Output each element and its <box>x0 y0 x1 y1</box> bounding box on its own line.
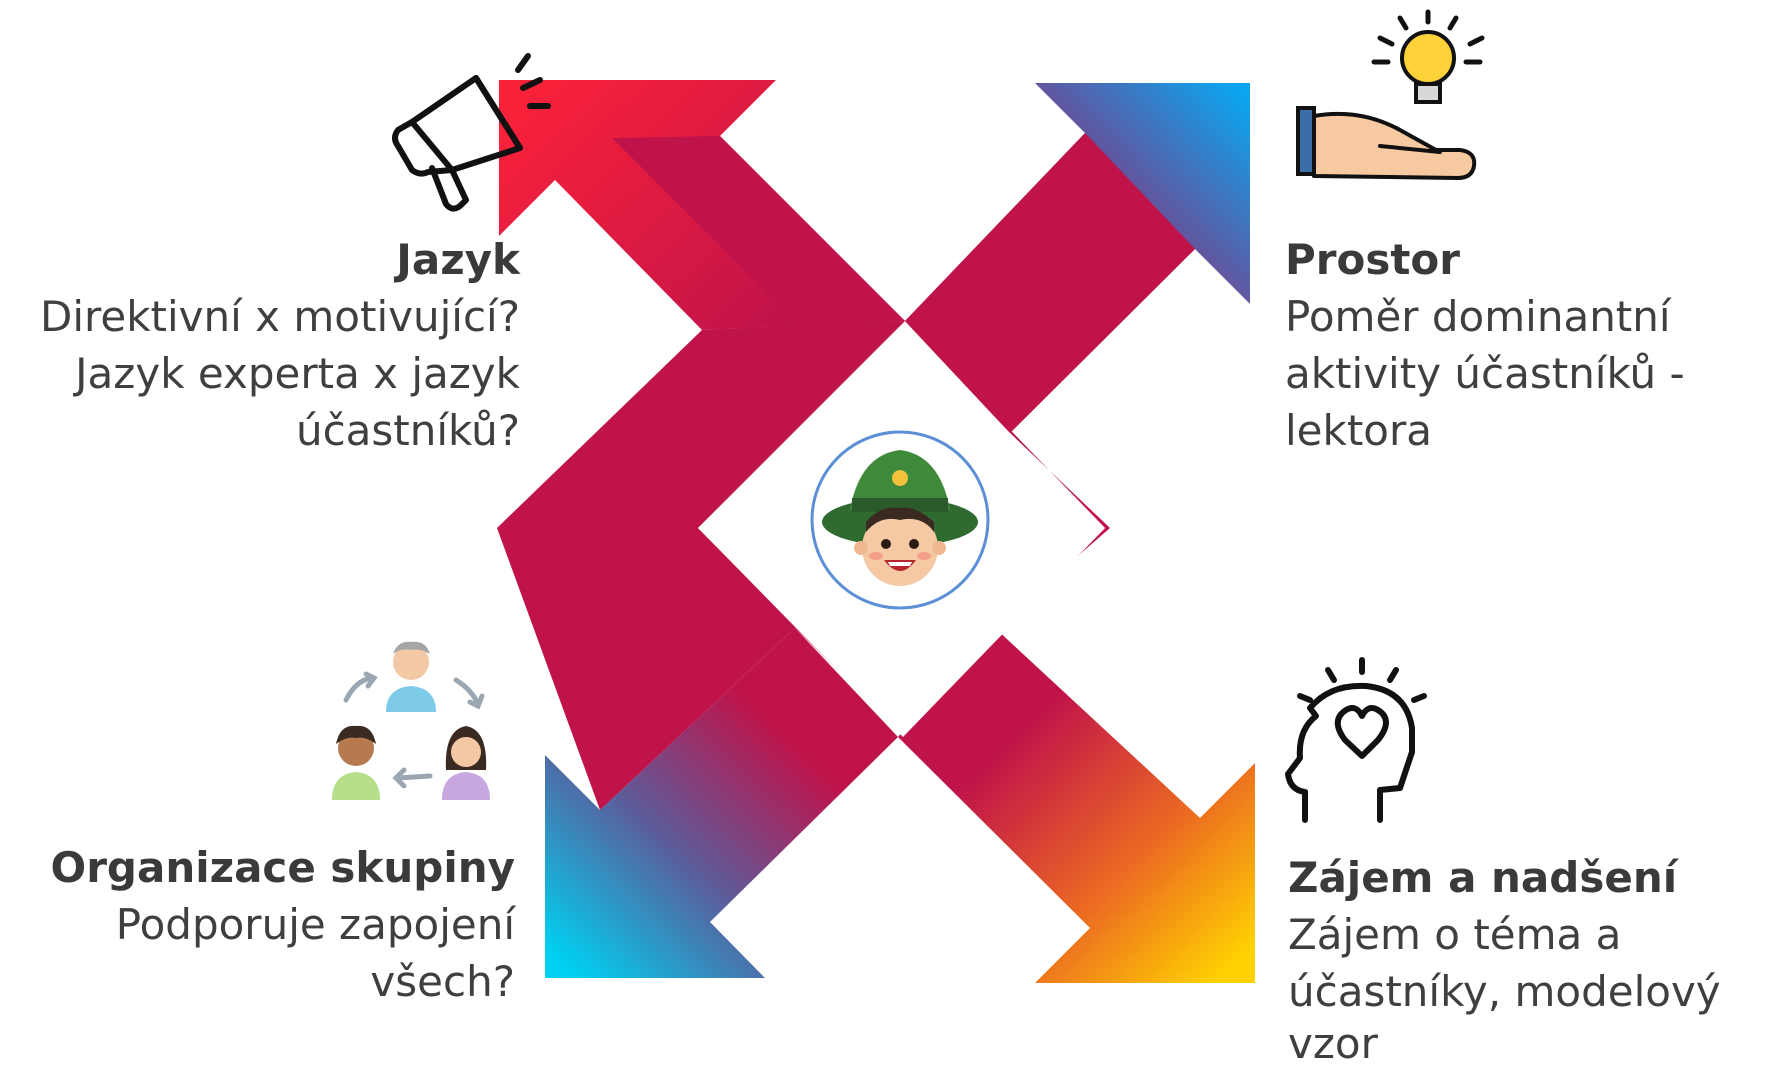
block-line: aktivity účastníků - <box>1285 349 1685 398</box>
arrow-bottom-right <box>898 628 1255 983</box>
arrow-bottom-left <box>545 628 898 978</box>
block-line: Jazyk experta x jazyk <box>75 349 520 398</box>
block-title-interest: Zájem a nadšení <box>1288 853 1678 902</box>
group-rotation-icon <box>332 641 490 800</box>
block-line: všech? <box>370 957 515 1006</box>
block-language: Jazyk Direktivní x motivující? Jazyk exp… <box>0 232 520 459</box>
block-title-language: Jazyk <box>396 235 520 284</box>
block-title-group: Organizace skupiny <box>50 843 515 892</box>
block-line: Poměr dominantní <box>1285 292 1671 341</box>
block-title-space: Prostor <box>1285 235 1460 284</box>
block-line: Direktivní x motivující? <box>40 292 520 341</box>
block-line: vzor <box>1288 1019 1378 1068</box>
block-line: lektora <box>1285 406 1432 455</box>
block-line: účastníků? <box>295 406 520 455</box>
center-band-left <box>497 321 905 810</box>
block-space: Prostor Poměr dominantní aktivity účastn… <box>1285 232 1755 459</box>
block-interest: Zájem a nadšení Zájem o téma a účastníky… <box>1288 850 1758 1068</box>
center-band-x2 <box>905 133 1195 433</box>
block-line: účastníky, modelový <box>1288 967 1721 1016</box>
block-line: Zájem o téma a <box>1288 910 1622 959</box>
hand-lightbulb-icon <box>1296 9 1485 180</box>
megaphone-icon <box>392 53 551 212</box>
center-band-x1 <box>612 136 905 326</box>
block-line: Podporuje zapojení <box>115 900 515 949</box>
block-group: Organizace skupiny Podporuje zapojení vš… <box>0 840 515 1010</box>
head-heart-icon <box>1285 657 1427 823</box>
ranger-avatar-icon <box>810 430 990 610</box>
